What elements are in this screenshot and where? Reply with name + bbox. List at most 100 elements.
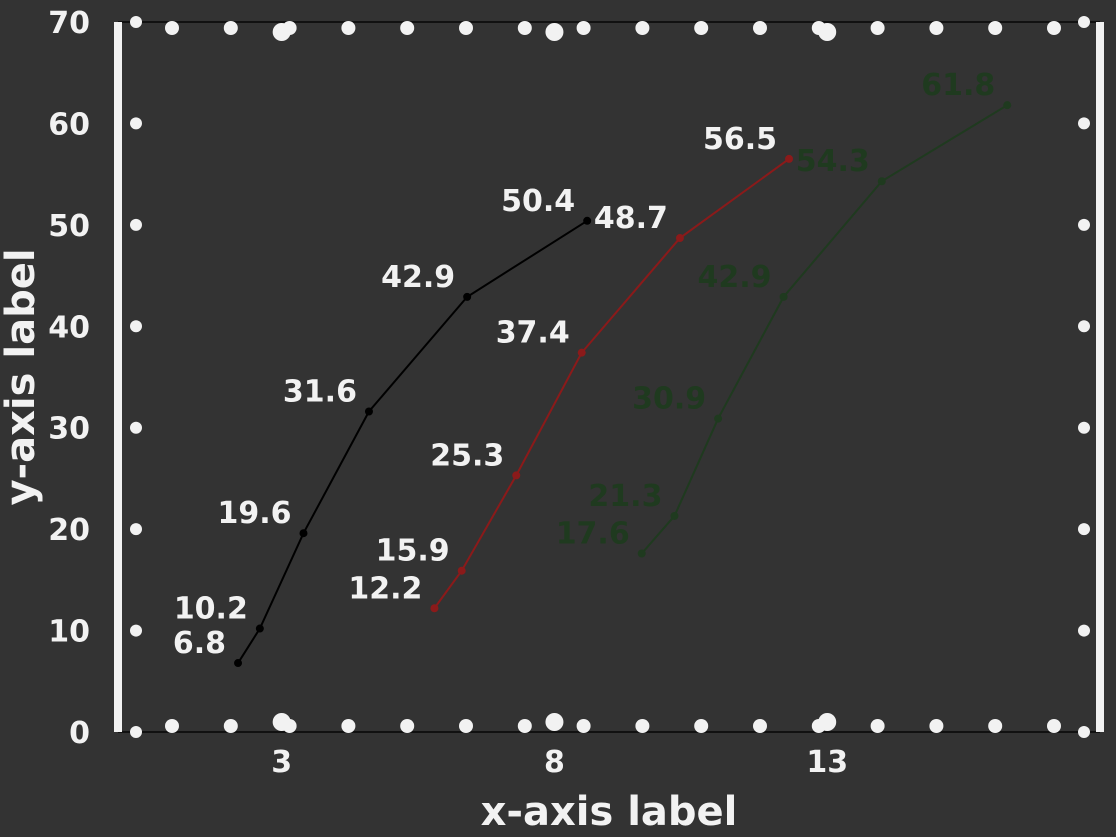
data-point — [463, 292, 472, 301]
y-tick-label: 70 — [48, 6, 90, 41]
x-tick-label: 3 — [271, 745, 292, 780]
x-minor-tick — [635, 21, 650, 35]
data-label: 61.8 — [921, 68, 995, 103]
x-minor-tick — [459, 719, 473, 733]
series-line-2 — [433, 158, 790, 609]
data-label: 12.2 — [348, 571, 422, 606]
x-minor-tick — [988, 21, 1003, 35]
data-label: 30.9 — [632, 382, 706, 417]
y-tick — [1078, 421, 1090, 434]
data-label: 50.4 — [501, 184, 575, 219]
y-tick-label: 20 — [48, 513, 90, 548]
y-tick — [130, 726, 142, 738]
x-minor-tick — [694, 719, 709, 733]
data-point — [457, 566, 466, 575]
x-minor-tick — [459, 21, 473, 35]
data-point — [512, 471, 521, 480]
data-point — [234, 659, 243, 668]
x-minor-tick — [400, 21, 415, 35]
data-label: 56.5 — [703, 122, 777, 157]
data-label: 6.8 — [173, 626, 226, 661]
data-label: 42.9 — [381, 260, 455, 295]
x-minor-tick — [1047, 21, 1061, 35]
x-minor-tick — [1047, 719, 1061, 733]
x-tick-label: 8 — [544, 745, 565, 780]
data-label: 42.9 — [698, 260, 772, 295]
x-minor-tick — [988, 719, 1003, 733]
data-point — [577, 348, 586, 357]
data-label: 48.7 — [594, 201, 668, 236]
y-tick — [130, 320, 142, 333]
y-tick-label: 30 — [48, 412, 90, 447]
series-layer — [234, 101, 1012, 668]
data-label: 21.3 — [588, 479, 662, 514]
x-major-tick — [545, 713, 564, 731]
axis-left — [114, 22, 122, 732]
x-minor-tick — [517, 21, 532, 35]
data-point — [364, 407, 373, 416]
x-minor-tick — [576, 21, 591, 35]
x-minor-tick — [929, 719, 944, 733]
data-point — [255, 624, 264, 633]
y-tick — [1078, 117, 1090, 130]
y-tick — [1078, 16, 1090, 28]
x-tick-label: 13 — [806, 745, 848, 780]
data-point — [779, 292, 788, 301]
y-tick — [130, 117, 142, 130]
y-tick-label: 10 — [48, 615, 90, 650]
data-label: 54.3 — [796, 144, 870, 179]
data-label: 37.4 — [496, 316, 570, 351]
series-line-3 — [640, 104, 1008, 555]
data-point — [785, 154, 794, 163]
data-point — [637, 549, 646, 558]
y-tick — [1078, 320, 1090, 333]
axis-right — [1096, 22, 1104, 732]
x-minor-tick — [165, 719, 179, 733]
y-tick-label: 50 — [48, 209, 90, 244]
x-major-tick — [818, 713, 837, 731]
x-minor-tick — [223, 21, 238, 35]
data-label-layer: 6.810.2 19.6 31.6 42.9 50.4 12.215.9 25.3 37.4 4… — [173, 68, 995, 661]
x-minor-tick — [870, 719, 885, 733]
x-minor-tick — [576, 719, 591, 733]
y-tick — [130, 16, 142, 28]
x-minor-tick — [753, 21, 767, 35]
x-minor-tick — [870, 21, 885, 35]
y-tick — [1078, 624, 1090, 637]
x-minor-tick — [517, 719, 532, 733]
data-label: 15.9 — [376, 534, 450, 569]
data-label: 10.2 — [174, 592, 248, 627]
data-label: 19.6 — [217, 496, 291, 531]
y-tick — [1078, 523, 1090, 536]
x-minor-tick — [165, 21, 179, 35]
x-major-tick — [818, 23, 837, 41]
y-tick-label: 60 — [48, 107, 90, 142]
data-point — [675, 234, 684, 243]
data-label: 17.6 — [556, 516, 630, 551]
y-axis-title: y-axis label — [0, 248, 44, 505]
y-tick — [130, 218, 142, 231]
x-minor-tick — [341, 719, 356, 733]
y-tick — [130, 523, 142, 536]
data-point — [583, 216, 592, 225]
data-point — [430, 604, 439, 613]
x-minor-tick — [753, 719, 767, 733]
data-label: 31.6 — [283, 374, 357, 409]
x-minor-tick — [635, 719, 650, 733]
y-tick-label: 0 — [69, 716, 90, 751]
data-label: 25.3 — [430, 438, 504, 473]
data-point — [670, 511, 679, 520]
data-point — [877, 177, 886, 186]
x-minor-tick — [341, 21, 356, 35]
data-point — [299, 529, 308, 538]
y-tick-label: 40 — [48, 310, 90, 345]
x-axis-title: x-axis label — [481, 789, 738, 835]
y-tick — [1078, 218, 1090, 231]
x-minor-tick — [694, 21, 709, 35]
data-point — [1003, 101, 1012, 110]
x-minor-tick — [929, 21, 944, 35]
y-tick — [1078, 726, 1090, 738]
x-major-tick — [545, 23, 564, 41]
